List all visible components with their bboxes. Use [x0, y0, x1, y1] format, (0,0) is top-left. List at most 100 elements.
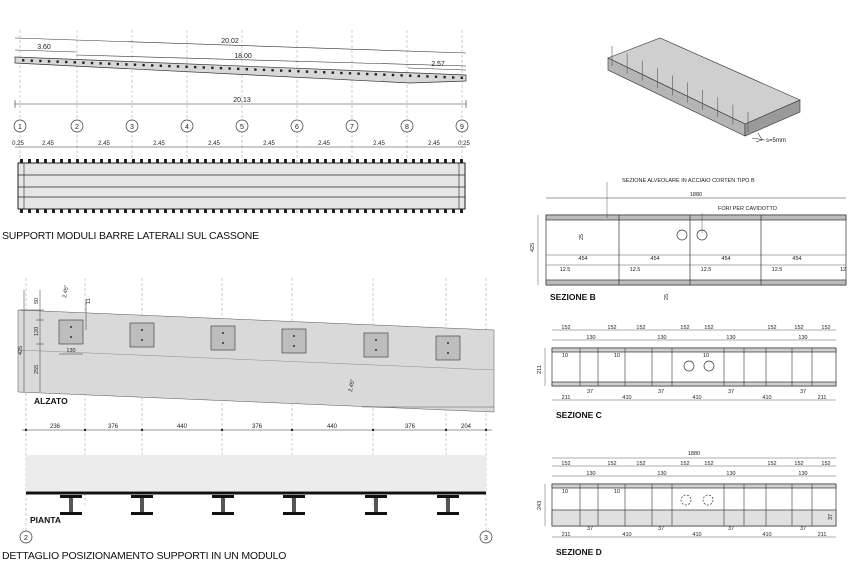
detail-plate: 130	[66, 348, 75, 354]
box-tooth-top	[380, 159, 383, 163]
box-tooth-top	[252, 159, 255, 163]
box-tooth-top	[420, 159, 423, 163]
box-tooth-bottom	[76, 209, 79, 213]
box-beam	[17, 162, 466, 210]
box-tooth-bottom	[100, 209, 103, 213]
dim-2013: 20.13	[233, 97, 251, 104]
beam-dot	[262, 68, 266, 72]
section-c-top-dim: 152	[607, 325, 616, 331]
box-tooth-bottom	[212, 209, 215, 213]
pianta-support-flange	[437, 495, 459, 498]
box-tooth-bottom	[292, 209, 295, 213]
section-c-inner-dim: 10	[703, 353, 709, 359]
section-c-sub-dim: 130	[586, 335, 595, 341]
label-alzato: ALZATO	[34, 396, 68, 406]
detail-grid-right: 3	[484, 535, 488, 542]
box-tooth-top	[412, 159, 415, 163]
box-tooth-bottom	[356, 209, 359, 213]
section-d-top-dim: 152	[680, 461, 689, 467]
section-d-ribs	[579, 484, 813, 526]
box-tooth-bottom	[220, 209, 223, 213]
box-tooth-bottom	[428, 209, 431, 213]
pianta-support-flange	[60, 512, 82, 515]
section-d-bottom-dim: 211	[562, 532, 571, 538]
section-c-small-dim: 37	[658, 389, 664, 395]
section-d-side: 37	[828, 514, 834, 520]
box-tooth-bottom	[36, 209, 39, 213]
alzato-panel	[17, 309, 495, 413]
section-d-bottom-dim: 410	[762, 532, 771, 538]
beam-dot	[219, 66, 223, 70]
section-c-inner-dim: 10	[614, 353, 620, 359]
box-tooth-bottom	[460, 209, 463, 213]
grid-marker-5	[235, 119, 249, 133]
section-b-title-note: SEZIONE ALVEOLARE IN ACCIAIO CORTEN TIPO…	[622, 178, 755, 184]
detail-spacing-label: 204	[461, 424, 472, 430]
detail-h-50: 50	[34, 298, 40, 304]
beam-dot	[374, 73, 377, 76]
section-d-top-dim: 152	[561, 461, 570, 467]
box-tooth-bottom	[284, 209, 287, 213]
pianta-support-flange	[212, 512, 234, 515]
support-plate	[58, 319, 84, 345]
detail-spacing-label: 376	[405, 424, 416, 430]
grid-number-2: 2	[75, 124, 79, 131]
detail-drawing	[17, 278, 495, 540]
box-tooth-top	[196, 159, 199, 163]
pianta-support-flange	[212, 495, 234, 498]
section-d-top-dim: 152	[821, 461, 830, 467]
section-d-height: 243	[537, 501, 543, 510]
section-d-sub-dim: 130	[798, 471, 807, 477]
beam-dot	[331, 71, 334, 74]
beam-dot	[417, 74, 420, 78]
beam-dot	[383, 73, 386, 76]
detail-spacing-tick	[290, 428, 294, 432]
beam-dot	[400, 74, 403, 77]
section-c-top-dim: 152	[636, 325, 645, 331]
section-c-bottom-dim: 211	[818, 395, 827, 401]
section-c-small-dim: 37	[728, 389, 734, 395]
beam-dot	[185, 65, 188, 69]
beam-dot	[47, 60, 51, 63]
beam-dot	[314, 70, 317, 74]
grid-marker-3	[125, 119, 139, 133]
box-tooth-top	[356, 159, 359, 163]
beam-dot	[366, 72, 369, 76]
sloped-beam	[14, 56, 467, 84]
beam-dot	[357, 72, 360, 75]
box-tooth-top	[452, 159, 455, 163]
spacing-label: 2.45	[208, 141, 220, 147]
beam-dot	[271, 69, 274, 72]
box-tooth-bottom	[316, 209, 319, 213]
beam-dot	[237, 67, 240, 71]
beam-dot	[99, 62, 102, 65]
box-tooth-bottom	[412, 209, 415, 213]
grid-marker-6	[290, 119, 304, 133]
beam-dot	[245, 68, 248, 71]
box-tooth-top	[268, 159, 271, 163]
box-tooth-top	[332, 159, 335, 163]
section-b-web: 25	[579, 234, 585, 240]
detail-spacing-tick	[83, 428, 87, 432]
box-tooth-bottom	[44, 209, 47, 213]
detail-grid-markers	[19, 530, 493, 544]
box-tooth-top	[340, 159, 343, 163]
box-tooth-bottom	[332, 209, 335, 213]
section-d-total: 1880	[688, 451, 700, 457]
detail-spacing-tick	[140, 428, 144, 432]
box-tooth-bottom	[396, 209, 399, 213]
section-c-top-dim: 152	[561, 325, 570, 331]
section-d-small-dim: 37	[800, 526, 806, 532]
beam-dot	[348, 72, 352, 75]
box-tooth-top	[444, 159, 447, 163]
detail-spacing-tick	[444, 428, 448, 432]
box-tooth-top	[52, 159, 55, 163]
box-tooth-bottom	[132, 209, 135, 213]
dim-1800: 18.00	[234, 53, 252, 60]
section-d-sub-dim: 130	[586, 471, 595, 477]
grid-number-5: 5	[240, 124, 244, 131]
box-tooth-top	[228, 159, 231, 163]
